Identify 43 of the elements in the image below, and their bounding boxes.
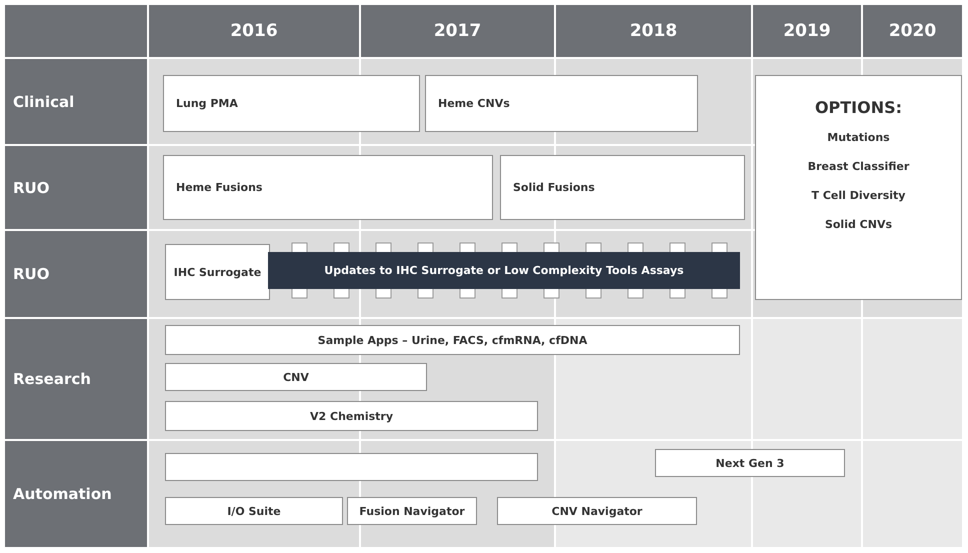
options-heading: OPTIONS: (814, 98, 902, 117)
option-item: Breast Classifier (808, 160, 910, 173)
timeline-bar (165, 363, 427, 391)
row-header: Research (5, 319, 147, 439)
year-header: 2017 (361, 5, 554, 57)
bar-label: Next Gen 3 (716, 456, 784, 470)
option-item: Solid CNVs (824, 218, 892, 231)
timeline-bar (500, 155, 745, 220)
bar-label: Heme CNVs (438, 97, 510, 110)
bar-label: Sample Apps – Urine, FACS, cfmRNA, cfDNA (318, 334, 588, 346)
bar-label: Lung PMA (176, 97, 238, 110)
row-header: Clinical (5, 59, 147, 144)
timeline-bar (165, 325, 740, 355)
highlight-bar (268, 252, 740, 289)
options-panel (755, 75, 962, 300)
bar-label: Solid Fusions (513, 181, 595, 194)
year-header: 2018 (556, 5, 751, 57)
option-item: T Cell Diversity (812, 189, 906, 202)
timeline-bar (165, 244, 270, 300)
timeline-bar (425, 75, 698, 132)
bar-label: V2 Chemistry (310, 410, 393, 422)
timeline-bar (165, 401, 538, 431)
timeline-bar (163, 155, 493, 220)
timeline-bar (497, 497, 697, 525)
bar-label: Fusion Navigator (359, 504, 465, 518)
timeline-bar (165, 453, 538, 481)
option-item: Mutations (827, 131, 890, 144)
row-header: RUO (5, 146, 147, 229)
bar-label: Updates to IHC Surrogate or Low Complexity Tools Assays (324, 264, 684, 277)
timeline-bar (163, 75, 420, 132)
bar-label: CNV Navigator (552, 504, 642, 518)
bar-label: I/O Suite (227, 504, 281, 518)
row-header: RUO (5, 231, 147, 317)
year-header: 2016 (149, 5, 359, 57)
row-header: Automation (5, 441, 147, 547)
bar-label: CNV (283, 370, 309, 384)
bar-label: Heme Fusions (176, 181, 262, 194)
year-header: 2019 (753, 5, 861, 57)
bar-label: IHC Surrogate (174, 266, 262, 278)
year-header: 2020 (863, 5, 962, 57)
timeline-bar (347, 497, 477, 525)
timeline-bar (655, 449, 845, 477)
timeline-bar (165, 497, 343, 525)
